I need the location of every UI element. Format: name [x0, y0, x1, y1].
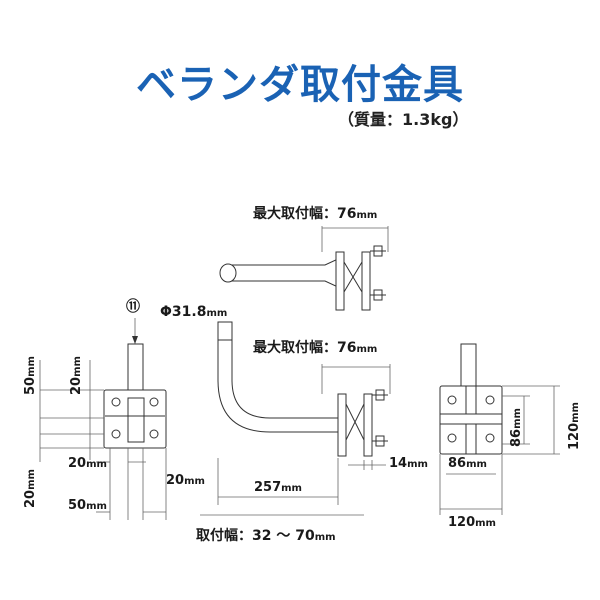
pipe-diameter-label: Φ31.8mm	[160, 304, 227, 320]
max-width-label-mid: 最大取付幅：76mm	[253, 339, 377, 356]
part-number: ⑪	[126, 298, 140, 315]
dim-right-120-w: 120mm	[448, 515, 496, 530]
dim-left-20-v2: 20mm	[23, 469, 38, 508]
weight-note: （質量：1.3kg）	[338, 110, 469, 129]
dim-mid-257: 257mm	[254, 480, 302, 495]
page-title: ベランダ取付金具	[136, 62, 464, 108]
max-width-label-top: 最大取付幅：76mm	[253, 205, 377, 222]
side-view	[200, 321, 391, 516]
dim-mid-20: 20mm	[166, 473, 205, 488]
dim-left-20-h: 20mm	[68, 456, 107, 471]
dim-left-20-v: 20mm	[69, 356, 84, 395]
dim-left-50-v: 50mm	[23, 356, 38, 395]
top-side-view	[219, 226, 389, 311]
dim-left-50-h: 50mm	[68, 498, 107, 513]
dim-mid-14: 14mm	[389, 456, 428, 471]
dim-right-86-h: 86mm	[509, 408, 524, 447]
rear-view	[439, 343, 560, 515]
mount-width-label: 取付幅：32 〜 70mm	[196, 527, 336, 544]
dim-right-120-h: 120mm	[567, 402, 582, 450]
front-view	[39, 318, 167, 520]
dim-right-86-w: 86mm	[448, 456, 487, 471]
